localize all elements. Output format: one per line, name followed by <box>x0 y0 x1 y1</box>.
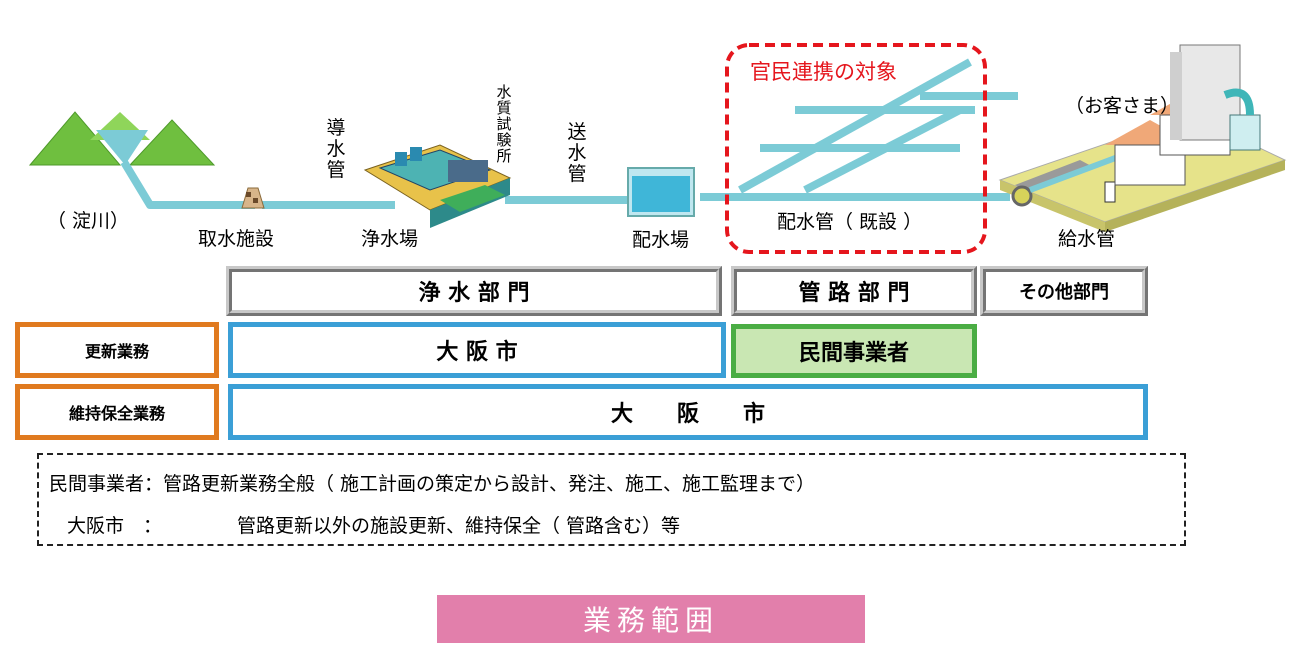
note-osaka-city: 大阪市 ： 管路更新以外の施設更新、維持保全（ 管路含む）等 <box>67 511 680 538</box>
pipeline <box>120 58 1018 209</box>
renewal-private-operator: 民間事業者 <box>731 324 977 378</box>
note-what: 管路更新業務全般（ 施工計画の策定から設計、発注、施工、施工監理まで） <box>163 473 816 495</box>
dept-other: その他部門 <box>980 266 1148 316</box>
water-quality-lab-label: 水質試験所 <box>496 83 512 165</box>
mountains-icon <box>28 111 216 166</box>
dept-other-label: その他部門 <box>1019 282 1109 303</box>
highlight-label: 官民連携の対象 <box>750 60 897 84</box>
note-private-operator: 民間事業者：管路更新業務全般（ 施工計画の策定から設計、発注、施工、施工監理まで… <box>49 469 815 496</box>
dept-purification: 浄 水 部 門 <box>226 266 722 316</box>
dept-pipeline: 管 路 部 門 <box>731 266 977 316</box>
customers-label: （お客さま） <box>1065 95 1180 117</box>
purification-plant-icon <box>363 144 512 228</box>
note-who: 大阪市 ： <box>67 515 163 537</box>
transmission-pipe-label: 送水管 <box>567 121 587 185</box>
reservoir-icon <box>627 167 695 217</box>
distribution-pipe-label: 配水管（ 既設 ） <box>777 211 923 233</box>
row-label-renewal: 更新業務 <box>15 322 219 378</box>
dept-pipeline-label: 管 路 部 門 <box>798 281 910 306</box>
service-pipe-label: 給水管 <box>1058 228 1116 250</box>
river-label: （ 淀川） <box>47 210 130 232</box>
note-who: 民間事業者： <box>49 473 164 495</box>
intake-icon <box>241 187 265 209</box>
ppp-target-highlight <box>725 43 987 254</box>
distribution-reservoir-label: 配水場 <box>632 229 690 251</box>
conveyance-pipe-label: 導水管 <box>326 117 346 181</box>
intake-label: 取水施設 <box>198 228 275 250</box>
note-what: 管路更新以外の施設更新、維持保全（ 管路含む）等 <box>237 515 681 537</box>
notes-box: 民間事業者：管路更新業務全般（ 施工計画の策定から設計、発注、施工、施工監理まで… <box>37 453 1186 546</box>
row-label-maintenance: 維持保全業務 <box>15 384 219 440</box>
dept-purification-label: 浄 水 部 門 <box>418 281 530 306</box>
renewal-osaka-city: 大 阪 市 <box>228 322 726 378</box>
purification-plant-label: 浄水場 <box>361 228 419 250</box>
scope-title: 業務範囲 <box>437 595 865 643</box>
maintenance-osaka-city: 大 阪 市 <box>228 384 1148 440</box>
water-system-illustration <box>28 43 1287 254</box>
customer-area-icon <box>998 44 1287 232</box>
